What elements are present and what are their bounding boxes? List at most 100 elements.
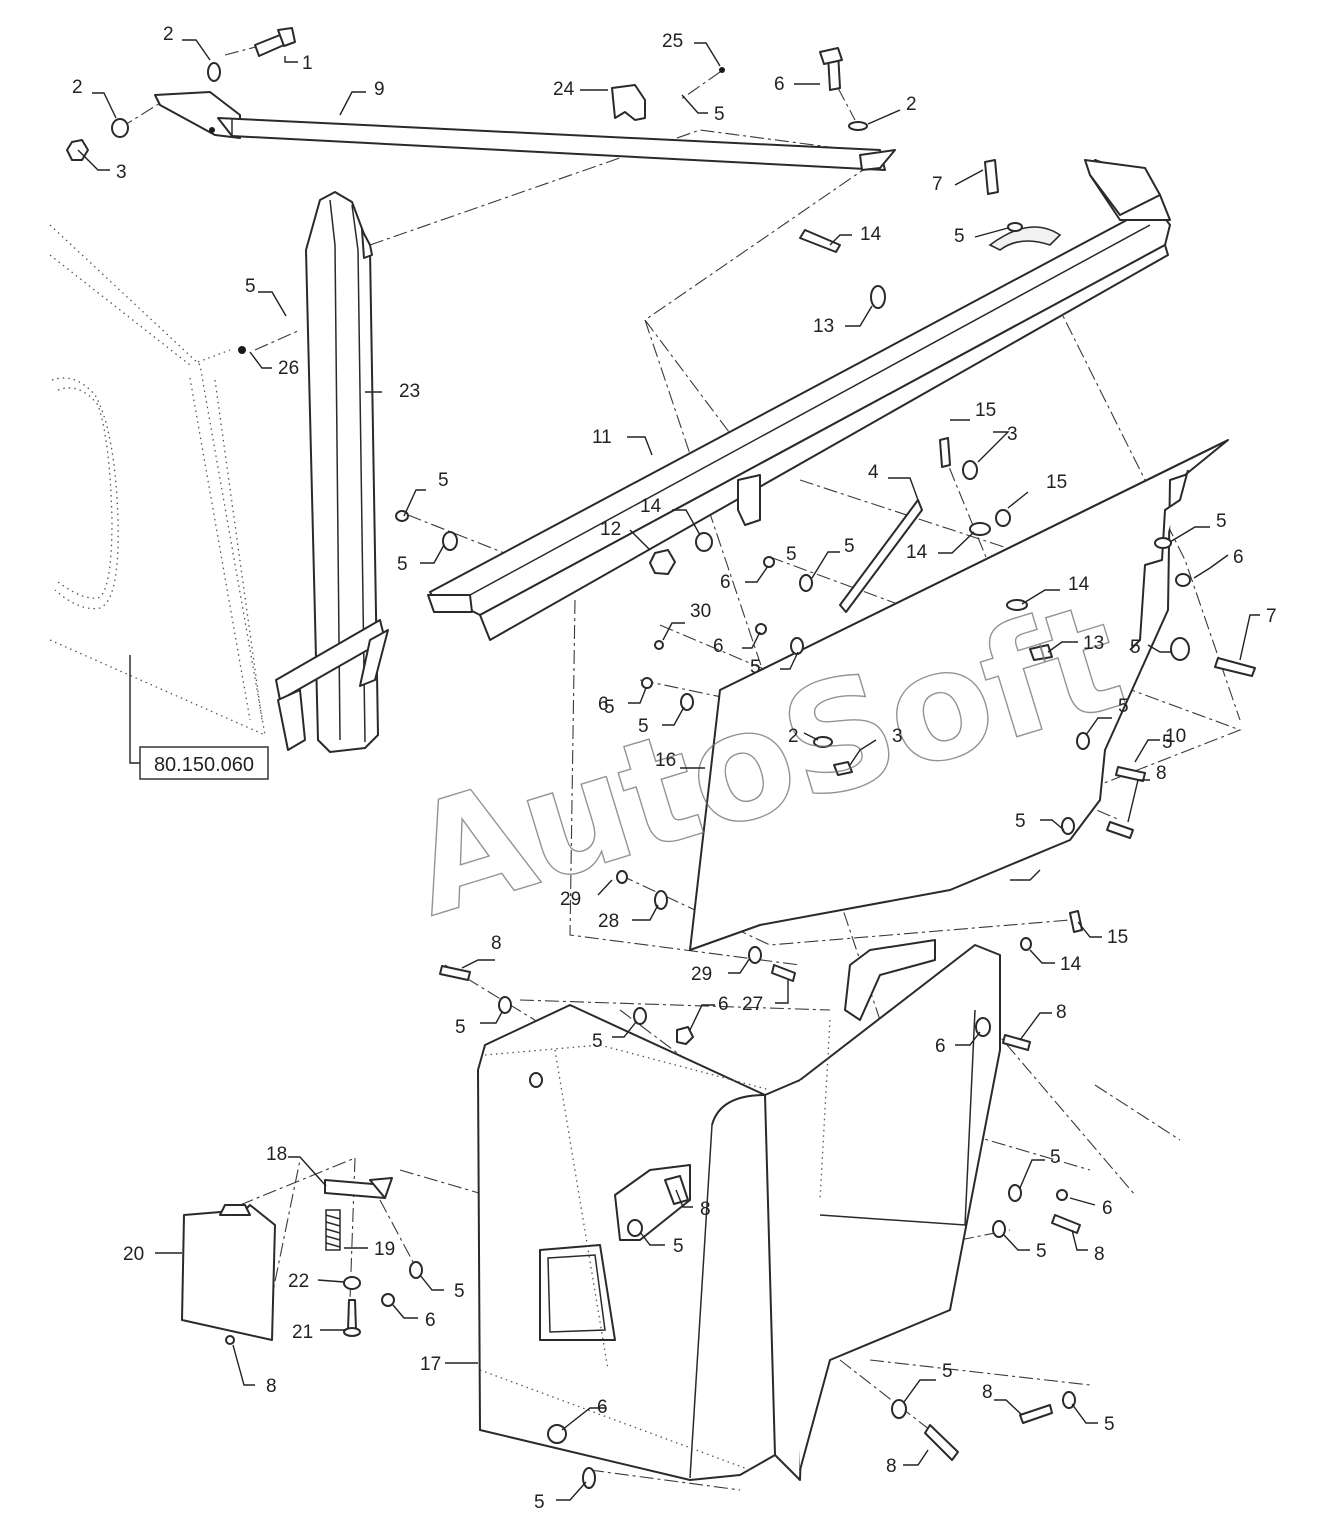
callout-5: 5	[397, 554, 408, 575]
callout-5: 5	[1104, 1414, 1115, 1435]
callout-31: 30	[690, 601, 711, 622]
callout-14: 13	[813, 316, 834, 337]
callout-6: 6	[1233, 547, 1244, 568]
bolt-7a-head	[819, 47, 843, 65]
callout-28: 27	[742, 994, 763, 1015]
callout-5: 5	[942, 1361, 953, 1382]
nut-13a	[649, 549, 676, 575]
callout-29: 29	[691, 964, 712, 985]
nut-6d	[755, 623, 767, 635]
callout-21: 20	[123, 1244, 144, 1265]
callout-13: 13	[1083, 633, 1104, 654]
callout-6: 5	[438, 470, 449, 491]
callout-5: 5	[1050, 1147, 1061, 1168]
callout-1: 1	[302, 53, 313, 74]
callout-10: 9	[374, 79, 385, 100]
screw-31	[654, 640, 664, 650]
callout-14: 14	[906, 542, 928, 563]
callout-14: 14	[640, 496, 662, 517]
callout-14: 14	[1068, 574, 1090, 595]
callout-3: 3	[116, 162, 127, 183]
lower-cover-18	[477, 939, 1001, 1481]
reference-label: 80.150.060	[154, 754, 254, 776]
callout-5: 5	[673, 1236, 684, 1257]
callout-5: 5	[604, 697, 615, 718]
washer-2b	[111, 118, 129, 138]
callout-8: 7	[932, 174, 943, 195]
callout-5: 5	[714, 104, 725, 125]
callout-20: 19	[374, 1239, 395, 1260]
callout-5: 5	[1036, 1241, 1047, 1262]
washer-2c	[848, 121, 868, 131]
callout-4: 4	[868, 462, 879, 483]
nut-6i	[547, 1424, 567, 1444]
nut-13b	[1029, 644, 1053, 661]
callout-5: 5	[1162, 732, 1173, 753]
callout-19: 18	[266, 1144, 287, 1165]
callout-24: 23	[399, 381, 420, 402]
callout-8: 8	[1056, 1002, 1067, 1023]
washer-2d	[813, 736, 833, 748]
callout-6: 6	[935, 1036, 946, 1057]
callout-23: 22	[288, 1271, 309, 1292]
callout-7: 6	[774, 74, 785, 95]
callout-9: 8	[266, 1376, 277, 1397]
cab-side-panel	[49, 224, 266, 736]
bolt-8c	[439, 965, 471, 981]
callout-5: 5	[844, 536, 855, 557]
callout-15: 14	[860, 224, 882, 245]
washer-14e	[1020, 937, 1032, 951]
bolt-11	[1115, 766, 1146, 782]
callout-8: 8	[886, 1456, 897, 1477]
callout-6: 6	[718, 994, 729, 1015]
nut-6e	[641, 677, 653, 689]
bolt-8a	[984, 159, 999, 195]
bolt-15c	[1069, 910, 1083, 933]
nut-6h	[1056, 1189, 1068, 1201]
washer-5d	[1170, 637, 1190, 661]
callout-2: 2	[163, 24, 174, 45]
bolt-8g	[924, 1424, 959, 1461]
callout-7: 7	[1266, 606, 1277, 627]
washer-5i	[1061, 817, 1075, 835]
washer-5p	[891, 1399, 907, 1419]
callout-25: 24	[553, 79, 575, 100]
washer-5g	[680, 693, 694, 711]
nut-3b	[962, 460, 978, 480]
nut-6g	[975, 1017, 991, 1037]
bolt-28	[771, 964, 796, 982]
upper-bar-10	[154, 91, 896, 171]
callout-17: 16	[655, 750, 676, 771]
nut-6c	[763, 556, 775, 568]
callout-6: 6	[597, 1397, 608, 1418]
washer-5o	[582, 1467, 596, 1489]
washer-5l	[627, 1219, 643, 1237]
nut-3c	[833, 761, 853, 776]
washer-5j	[498, 996, 512, 1014]
washer-5n	[992, 1220, 1006, 1238]
callout-5: 5	[1216, 511, 1227, 532]
spring-20	[325, 1209, 341, 1251]
washer-29b	[748, 946, 762, 964]
pin-22	[347, 1299, 357, 1331]
callout-5: 5	[750, 657, 761, 678]
bolt-1	[254, 27, 296, 57]
callout-15: 15	[1107, 927, 1128, 948]
ref-leader	[129, 655, 140, 764]
callout-3: 3	[892, 726, 903, 747]
callout-6: 6	[598, 694, 609, 715]
vertical-post-24	[275, 191, 389, 753]
callout-26: 25	[662, 31, 683, 52]
callout-5: 5	[1118, 696, 1129, 717]
rivet-27	[238, 346, 246, 354]
washer-14d	[1006, 599, 1028, 611]
bolt-8f	[1051, 1214, 1081, 1234]
reference-box[interactable]	[139, 746, 269, 780]
callout-11: 10	[1165, 726, 1186, 747]
callout-8: 8	[982, 1382, 993, 1403]
callout-18: 17	[420, 1354, 441, 1375]
side-panel-17	[689, 439, 1229, 951]
callout-13: 12	[600, 519, 621, 540]
callout-14: 14	[1060, 954, 1082, 975]
